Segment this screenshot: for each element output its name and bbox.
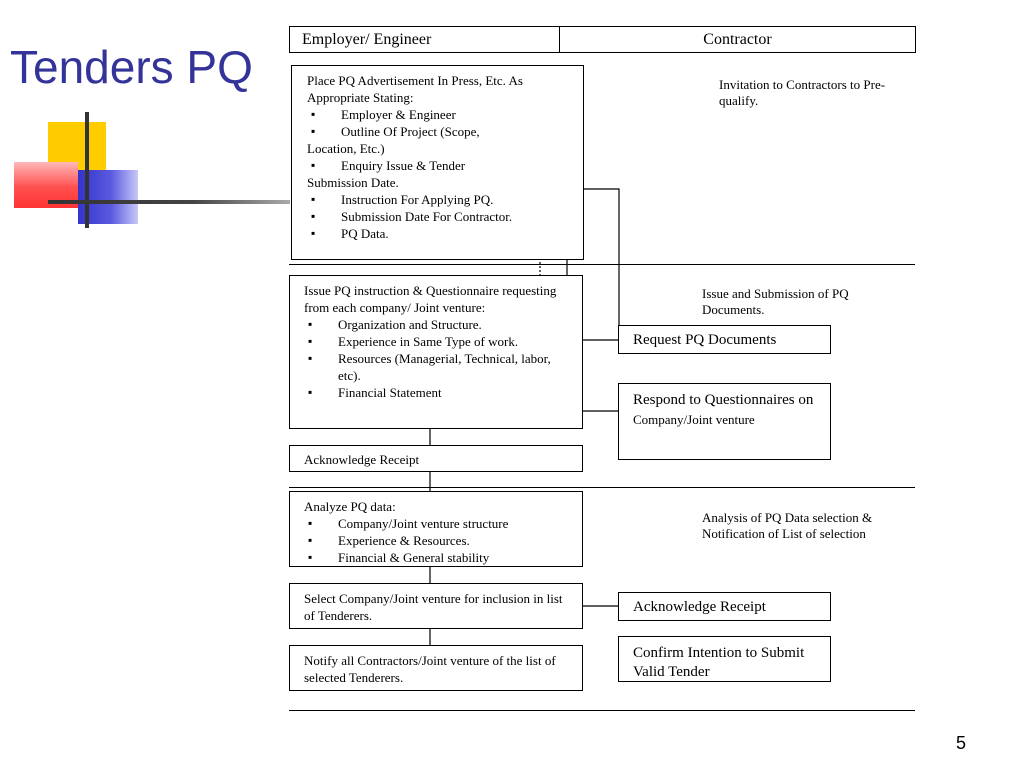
decor-horizontal-line bbox=[48, 200, 290, 204]
bullet-list: Enquiry Issue & Tender bbox=[307, 157, 573, 174]
box-confirm-intention: Confirm Intention to Submit Valid Tender bbox=[618, 636, 831, 682]
connector-advert-to-request bbox=[584, 188, 620, 325]
bullet-item: Company/Joint venture structure bbox=[304, 515, 574, 532]
bullet-item: Financial & General stability bbox=[304, 549, 574, 566]
box-contractor-acknowledge-receipt: Acknowledge Receipt bbox=[618, 592, 831, 621]
respond-text-line: Company/Joint venture bbox=[633, 412, 755, 427]
contractor-note-invitation: Invitation to Contractors to Pre-qualify… bbox=[719, 77, 886, 108]
decor-vertical-line bbox=[85, 112, 89, 228]
bullet-item: Financial Statement bbox=[304, 384, 574, 401]
box-respond-questionnaires: Respond to Questionnaires on Company/Joi… bbox=[618, 383, 831, 460]
bullet-item: Submission Date For Contractor. bbox=[307, 208, 573, 225]
box-place-pq-advertisement: Place PQ Advertisement In Press, Etc. As… bbox=[291, 65, 584, 260]
respond-text-line: Respond to Questionnaires on bbox=[633, 392, 814, 408]
bullet-item: Organization and Structure. bbox=[304, 316, 574, 333]
bullet-item: Resources (Managerial, Technical, labor,… bbox=[304, 350, 574, 384]
phase-separator-1 bbox=[289, 264, 915, 265]
bullet-item: Employer & Engineer bbox=[307, 106, 573, 123]
bullet-list: Organization and Structure. Experience i… bbox=[304, 316, 574, 401]
bullet-item: PQ Data. bbox=[307, 225, 573, 242]
bullet-list: Instruction For Applying PQ. Submission … bbox=[307, 191, 573, 242]
box-request-pq-documents: Request PQ Documents bbox=[618, 325, 831, 354]
column-header-employer: Employer/ Engineer bbox=[289, 26, 560, 53]
contractor-note-analysis: Analysis of PQ Data selection & Notifica… bbox=[702, 510, 873, 541]
box-issue-pq-instruction: Issue PQ instruction & Questionnaire req… bbox=[289, 275, 583, 429]
bullet-item: Experience & Resources. bbox=[304, 532, 574, 549]
bullet-item: Enquiry Issue & Tender bbox=[307, 157, 573, 174]
box-acknowledge-receipt: Acknowledge Receipt bbox=[289, 445, 583, 472]
contractor-note-issue-submission: Issue and Submission of PQ Documents. bbox=[702, 286, 849, 317]
box-select-tenderers: Select Company/Joint venture for inclusi… bbox=[289, 583, 583, 629]
box-intro: Issue PQ instruction & Questionnaire req… bbox=[304, 283, 557, 315]
bullet-list: Company/Joint venture structure Experien… bbox=[304, 515, 574, 566]
bullet-item: Outline Of Project (Scope, bbox=[307, 123, 573, 140]
phase-separator-3 bbox=[289, 710, 915, 711]
box-analyze-pq-data: Analyze PQ data: Company/Joint venture s… bbox=[289, 491, 583, 567]
bullet-list: Employer & Engineer Outline Of Project (… bbox=[307, 106, 573, 140]
column-header-contractor: Contractor bbox=[559, 26, 916, 53]
slide-title: Tenders PQ bbox=[10, 41, 253, 93]
box-intro: Place PQ Advertisement In Press, Etc. As… bbox=[307, 73, 523, 105]
bullet-item: Experience in Same Type of work. bbox=[304, 333, 574, 350]
page-number: 5 bbox=[955, 733, 966, 753]
phase-separator-2 bbox=[289, 487, 915, 488]
bullet-continuation: Submission Date. bbox=[307, 175, 399, 190]
bullet-item: Instruction For Applying PQ. bbox=[307, 191, 573, 208]
bullet-continuation: Location, Etc.) bbox=[307, 141, 385, 156]
box-notify-contractors: Notify all Contractors/Joint venture of … bbox=[289, 645, 583, 691]
box-intro: Analyze PQ data: bbox=[304, 499, 396, 514]
